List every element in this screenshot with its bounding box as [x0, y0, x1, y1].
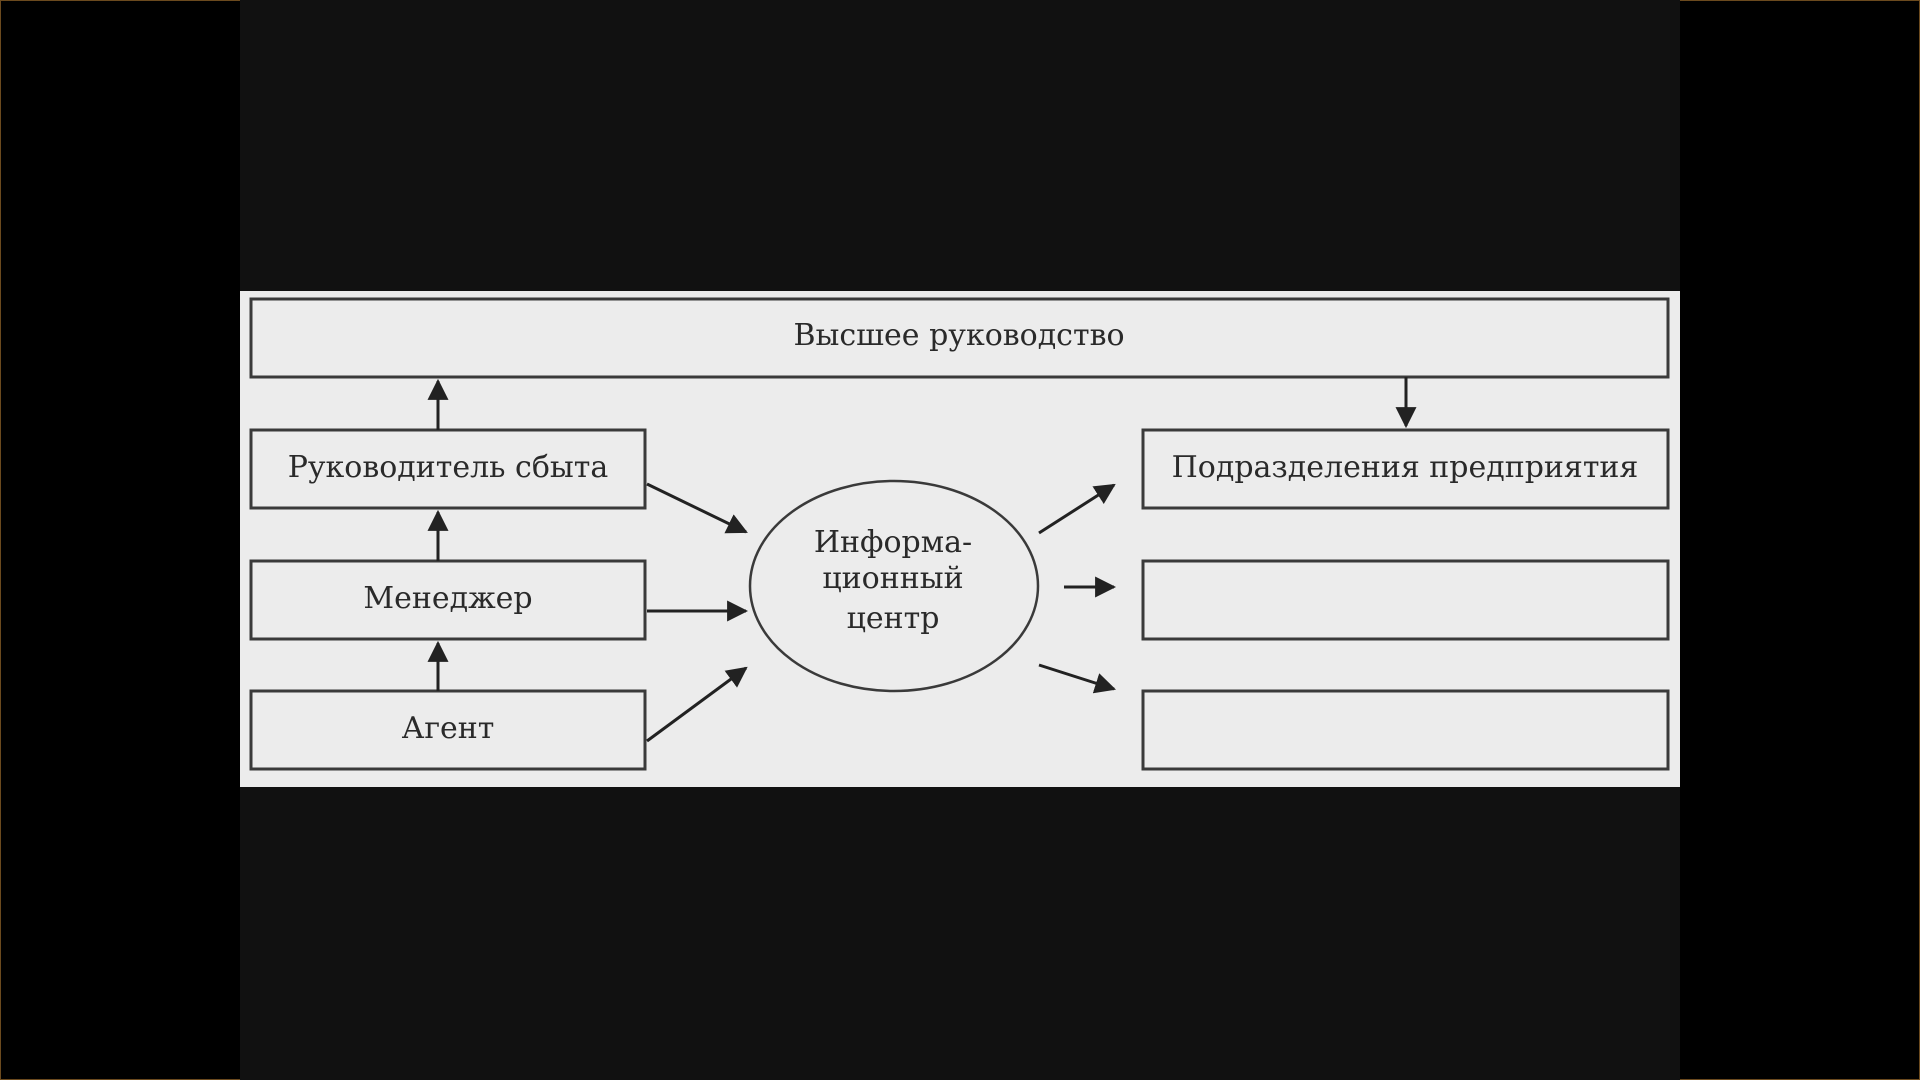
manager-box: [249, 559, 647, 641]
department-box-3: [1141, 689, 1670, 771]
info-center-line1: Информа-: [814, 525, 972, 560]
info-center-line2: ционный: [822, 561, 963, 596]
manager-label: Менеджер: [363, 581, 532, 616]
info-center-line3: центр: [847, 601, 940, 636]
agent-box: [249, 689, 647, 771]
arrow-info-center-to-department-box-3: [1038, 663, 1117, 694]
arrow-sales-head-to-info-center: [646, 482, 748, 534]
sales-head-box: [249, 428, 647, 510]
top-management-box: [249, 297, 1670, 379]
top-management-label: Высшее руководство: [793, 318, 1124, 353]
info-center-ellipse: [748, 479, 1040, 693]
arrow-agent-to-info-center: [646, 666, 748, 743]
agent-label: Агент: [402, 711, 495, 746]
department-box-2: [1141, 559, 1670, 641]
sales-head-label: Руководитель сбыта: [288, 450, 609, 485]
departments-label: Подразделения предприятия: [1172, 450, 1639, 485]
departments-box: [1141, 428, 1670, 510]
arrow-info-center-to-departments: [1038, 483, 1116, 535]
